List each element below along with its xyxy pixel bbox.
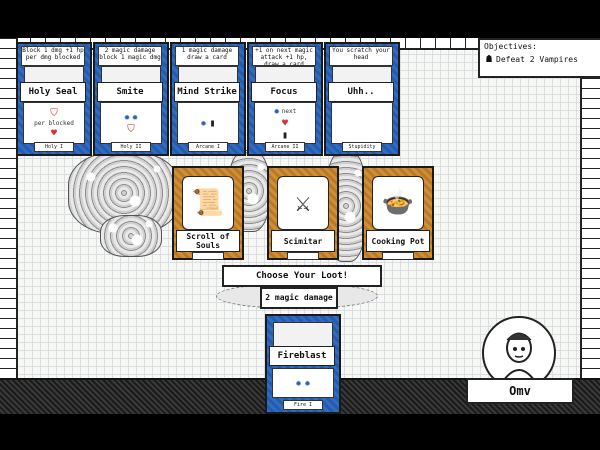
hand-card-smite[interactable]: 2 magic damage block 1 magic dmg Smite ✹… bbox=[93, 42, 169, 156]
shield-icon: ⛉ bbox=[50, 107, 58, 119]
card-art bbox=[178, 66, 238, 83]
loot-tag bbox=[192, 252, 224, 260]
card-effect-banner: 2 magic damage bbox=[260, 287, 338, 309]
card-effects: ✹ next ♥ ▮ bbox=[254, 102, 316, 144]
card-tag: Arcane I bbox=[188, 142, 228, 152]
shield-icon: ⛉ bbox=[127, 123, 135, 135]
magic-gear-icon: ✹ bbox=[295, 377, 302, 389]
hand-card-uhh[interactable]: You scratch your head Uhh.. Stupidity bbox=[324, 42, 400, 156]
card-tag: Arcane II bbox=[265, 142, 305, 152]
draw-card-icon: ▮ bbox=[281, 129, 289, 141]
objectives-panel: Objectives: ☗ Defeat 2 Vampires bbox=[478, 38, 600, 78]
heart-icon: ♥ bbox=[281, 117, 289, 129]
loot-tag bbox=[382, 252, 414, 260]
card-name: Holy Seal bbox=[20, 82, 86, 102]
card-art bbox=[101, 66, 161, 83]
card-effects bbox=[331, 102, 393, 144]
hand-card-focus[interactable]: +1 on next magic attack +1 hp, draw a ca… bbox=[247, 42, 323, 156]
loot-name: Cooking Pot bbox=[366, 230, 430, 252]
sword-icon: ⚔ bbox=[277, 176, 329, 230]
objective-item: ☗ Defeat 2 Vampires bbox=[486, 54, 578, 65]
card-art bbox=[255, 66, 315, 83]
card-art bbox=[332, 66, 392, 83]
heart-icon: ♥ bbox=[50, 127, 58, 139]
loot-tag bbox=[287, 252, 319, 260]
vampire-icon: ☗ bbox=[486, 54, 493, 65]
selected-card-fireblast[interactable]: Fireblast ✹ ✹ Fire I bbox=[265, 314, 341, 414]
card-art bbox=[273, 322, 333, 347]
loot-card-scroll-of-souls[interactable]: 📜 Scroll of Souls bbox=[172, 166, 244, 260]
loot-card-cooking-pot[interactable]: 🍲 Cooking Pot bbox=[362, 166, 434, 260]
magic-gear-icon: ✹ bbox=[304, 377, 311, 389]
magic-gear-icon: ✹ bbox=[123, 111, 130, 123]
card-description: 1 magic damage draw a card bbox=[175, 46, 239, 66]
card-effects: ✹ ✹ bbox=[272, 368, 334, 398]
loot-card-scimitar[interactable]: ⚔ Scimitar bbox=[267, 166, 339, 260]
card-description: 2 magic damage block 1 magic dmg bbox=[98, 46, 162, 66]
loot-name: Scimitar bbox=[271, 230, 335, 252]
objectives-title: Objectives: bbox=[484, 42, 537, 51]
card-tag: Holy I bbox=[34, 142, 74, 152]
card-tag: Stupidity bbox=[342, 142, 382, 152]
rubble-pile bbox=[100, 215, 162, 257]
card-art bbox=[24, 66, 84, 83]
dungeon-wall-right bbox=[580, 38, 600, 378]
scroll-icon: 📜 bbox=[182, 176, 234, 230]
hand-card-holy-seal[interactable]: Block 1 dmg +1 hp per dmg blocked Holy S… bbox=[16, 42, 92, 156]
hand-card-mind-strike[interactable]: 1 magic damage draw a card Mind Strike ✹… bbox=[170, 42, 246, 156]
card-description: Block 1 dmg +1 hp per dmg blocked bbox=[21, 46, 85, 66]
card-name: Smite bbox=[97, 82, 163, 102]
card-name: Mind Strike bbox=[174, 82, 240, 102]
player-avatar[interactable] bbox=[482, 316, 556, 390]
player-name-label: Omv bbox=[466, 378, 574, 404]
magic-gear-icon: ✹ bbox=[132, 111, 139, 123]
card-effects: ✹ ✹ ⛉ bbox=[100, 102, 162, 144]
loot-name: Scroll of Souls bbox=[176, 230, 240, 252]
card-description: You scratch your head bbox=[329, 46, 393, 66]
choose-loot-banner: Choose Your Loot! bbox=[222, 265, 382, 287]
character-portrait-icon bbox=[503, 332, 535, 381]
pot-icon: 🍲 bbox=[372, 176, 424, 230]
magic-gear-icon: ✹ bbox=[200, 117, 207, 129]
dungeon-wall-left bbox=[0, 38, 18, 378]
magic-gear-icon: ✹ bbox=[273, 105, 280, 117]
card-tag: Fire I bbox=[283, 400, 323, 410]
card-tag: Holy II bbox=[111, 142, 151, 152]
card-effects: ✹ ▮ bbox=[177, 102, 239, 144]
card-name: Fireblast bbox=[269, 346, 335, 366]
card-description: +1 on next magic attack +1 hp, draw a ca… bbox=[252, 46, 316, 66]
draw-card-icon: ▮ bbox=[209, 117, 216, 129]
card-name: Uhh.. bbox=[328, 82, 394, 102]
card-name: Focus bbox=[251, 82, 317, 102]
card-effects: ⛉ per blocked ♥ bbox=[23, 102, 85, 144]
